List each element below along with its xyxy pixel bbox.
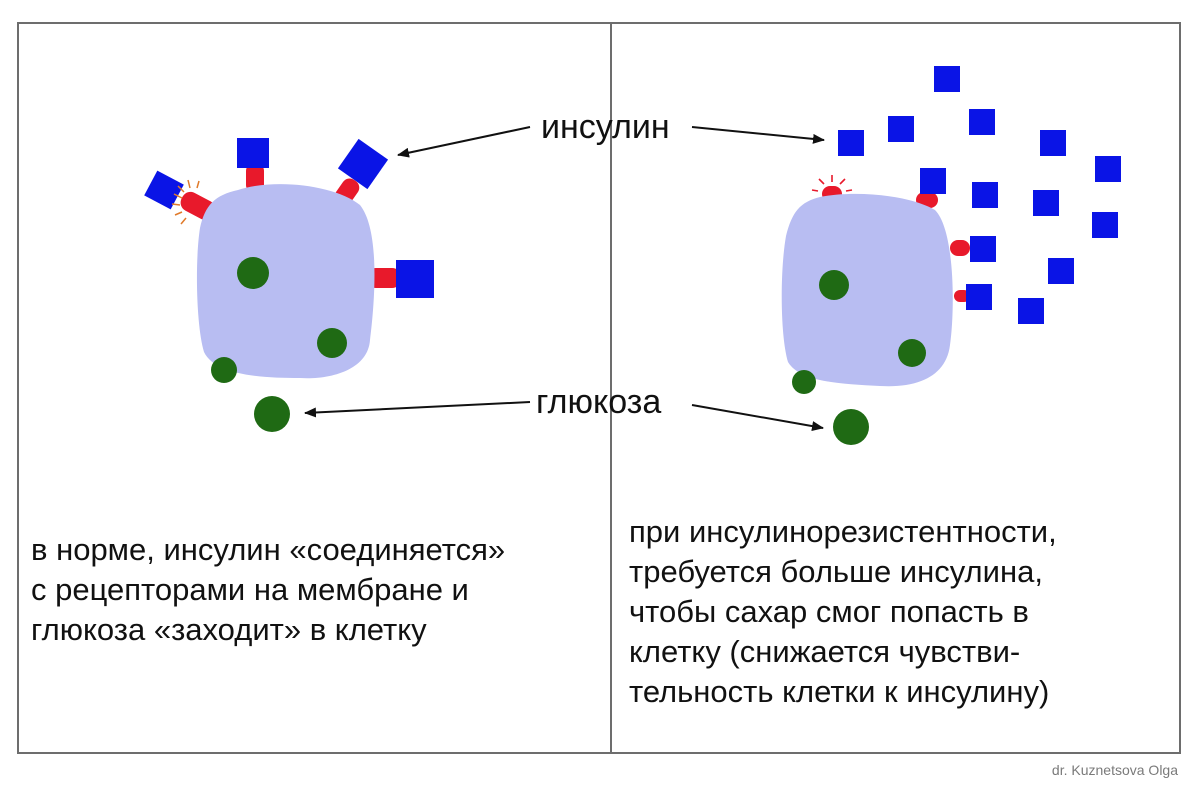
arrow-glucose-right bbox=[691, 404, 824, 432]
arrow-insulin-left bbox=[397, 126, 531, 158]
free-insulin-cloud bbox=[838, 66, 1121, 324]
diagram-frame bbox=[17, 22, 1181, 754]
label-arrows bbox=[304, 126, 825, 432]
receptor-right bbox=[367, 260, 434, 298]
glucose-entering bbox=[211, 357, 237, 383]
caption-line: при инсулинорезистентности, bbox=[629, 514, 1057, 549]
glucose-inside-r2 bbox=[898, 339, 926, 367]
caption-normal: в норме, инсулин «соединяется» с рецепто… bbox=[31, 530, 505, 650]
signal-spark bbox=[171, 179, 200, 225]
glucose-inside-1 bbox=[237, 257, 269, 289]
caption-line: клетку (снижается чувстви- bbox=[629, 634, 1021, 669]
insulin-free bbox=[1092, 212, 1118, 238]
panel-divider bbox=[610, 22, 612, 754]
resistant-cell-group bbox=[781, 66, 1121, 445]
insulin-bound-top-left bbox=[144, 170, 184, 210]
caption-line: тельность клетки к инсулину) bbox=[629, 674, 1050, 709]
arrow-glucose-left bbox=[304, 401, 531, 418]
glucose-edge-r bbox=[792, 370, 816, 394]
insulin-free bbox=[920, 168, 946, 194]
author-credit: dr. Kuznetsova Olga bbox=[1051, 762, 1178, 778]
label-insulin: инсулин bbox=[541, 108, 670, 146]
insulin-free bbox=[970, 236, 996, 262]
insulin-free bbox=[1040, 130, 1066, 156]
receptor-mid-right bbox=[950, 240, 970, 256]
receptor-top-right bbox=[334, 138, 389, 206]
caption-resistance: при инсулинорезистентности, требуется бо… bbox=[629, 512, 1057, 712]
glucose-inside-r1 bbox=[819, 270, 849, 300]
caption-line: в норме, инсулин «соединяется» bbox=[31, 532, 506, 567]
insulin-free bbox=[888, 116, 914, 142]
insulin-free bbox=[972, 182, 998, 208]
insulin-free bbox=[838, 130, 864, 156]
cell-membrane-normal bbox=[196, 184, 375, 379]
normal-cell-group bbox=[144, 138, 434, 432]
glucose-outside-right bbox=[833, 409, 869, 445]
insulin-free bbox=[1033, 190, 1059, 216]
caption-line: чтобы сахар смог попасть в bbox=[629, 594, 1029, 629]
receptor-top bbox=[237, 138, 269, 193]
cell-membrane-resistant bbox=[781, 193, 953, 387]
insulin-free bbox=[1018, 298, 1044, 324]
caption-line: требуется больше инсулина, bbox=[629, 554, 1043, 589]
signal-spark-weak bbox=[811, 175, 853, 192]
glucose-inside-2 bbox=[317, 328, 347, 358]
insulin-free bbox=[1095, 156, 1121, 182]
glucose-outside-left bbox=[254, 396, 290, 432]
label-glucose: глюкоза bbox=[536, 383, 662, 421]
insulin-bound-top bbox=[237, 138, 269, 168]
insulin-free bbox=[1048, 258, 1074, 284]
arrow-insulin-right bbox=[691, 126, 825, 144]
insulin-bound-right bbox=[396, 260, 434, 298]
caption-line: глюкоза «заходит» в клетку bbox=[31, 612, 427, 647]
insulin-free bbox=[969, 109, 995, 135]
caption-line: с рецепторами на мембране и bbox=[31, 572, 469, 607]
insulin-free bbox=[934, 66, 960, 92]
insulin-free bbox=[966, 284, 992, 310]
insulin-bound-top-right bbox=[337, 138, 389, 190]
